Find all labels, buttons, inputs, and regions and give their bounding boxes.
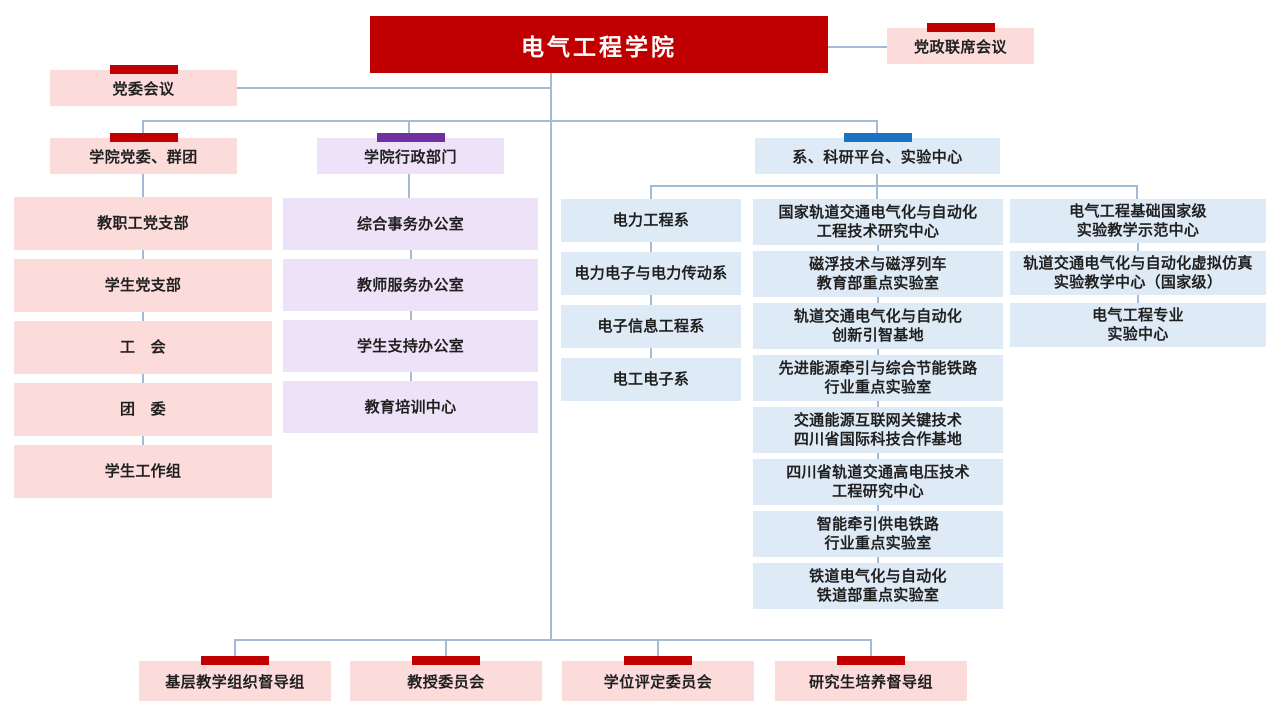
bottom-node-label: 学位评定委员会 — [603, 673, 713, 691]
connector-line — [142, 120, 878, 122]
party-branch-header: 学院党委、群团 — [50, 133, 237, 174]
research-platform-node: 智能牵引供电铁路 行业重点实验室 — [753, 511, 1003, 557]
research-platform-node: 先进能源牵引与综合节能铁路 行业重点实验室 — [753, 355, 1003, 401]
connector-line — [1136, 185, 1138, 199]
research-platform-node: 磁浮技术与磁浮列车 教育部重点实验室 — [753, 251, 1003, 297]
connector-line — [408, 120, 410, 138]
connector-line — [876, 174, 878, 186]
research-platform-node: 铁道电气化与自动化 铁道部重点实验室 — [753, 563, 1003, 609]
bottom-node-label: 基层教学组织督导组 — [165, 673, 305, 691]
connector-line — [408, 174, 410, 198]
research-platform-node: 交通能源互联网关键技术 四川省国际科技合作基地 — [753, 407, 1003, 453]
accent-bar — [843, 133, 912, 142]
department-node: 电力工程系 — [561, 199, 741, 242]
accent-bar — [376, 133, 445, 142]
lab-center-node: 轨道交通电气化与自动化虚拟仿真 实验教学中心（国家级） — [1010, 251, 1266, 295]
admin-branch-stack: 综合事务办公室教师服务办公室学生支持办公室教育培训中心 — [283, 198, 538, 433]
connector-line — [142, 174, 144, 197]
admin-sub-node: 教师服务办公室 — [283, 259, 538, 311]
root-title: 电气工程学院 — [521, 33, 677, 60]
academic-branch-title: 系、科研平台、实验中心 — [792, 148, 963, 166]
research-platform-node: 国家轨道交通电气化与自动化 工程技术研究中心 — [753, 199, 1003, 245]
connector-line — [234, 639, 236, 657]
admin-branch-title: 学院行政部门 — [363, 148, 457, 166]
party-meeting-node: 党委会议 — [50, 65, 237, 106]
connector-line — [550, 73, 552, 640]
accent-bar — [201, 656, 269, 665]
accent-bar — [109, 65, 178, 74]
party-sub-node: 工 会 — [14, 321, 272, 374]
department-node: 电力电子与电力传动系 — [561, 252, 741, 295]
accent-bar — [837, 656, 905, 665]
party-sub-node: 教职工党支部 — [14, 197, 272, 250]
joint-meeting-node: 党政联席会议 — [887, 23, 1034, 64]
connector-line — [650, 185, 652, 199]
root-node: 电气工程学院 — [370, 16, 828, 73]
party-branch-stack: 教职工党支部学生党支部工 会团 委学生工作组 — [14, 197, 272, 498]
connector-line — [142, 120, 144, 138]
party-branch-title: 学院党委、群团 — [89, 148, 198, 166]
connector-line — [234, 639, 872, 641]
party-meeting-label: 党委会议 — [112, 80, 175, 98]
accent-bar — [412, 656, 480, 665]
joint-meeting-label: 党政联席会议 — [913, 38, 1007, 56]
department-node: 电工电子系 — [561, 358, 741, 401]
connector-line — [876, 120, 878, 138]
party-sub-node: 学生工作组 — [14, 445, 272, 498]
bottom-node-professor-committee: 教授委员会 — [350, 656, 542, 701]
bottom-node-label: 教授委员会 — [407, 673, 485, 691]
connector-line — [828, 46, 887, 48]
accent-bar — [624, 656, 692, 665]
accent-bar — [109, 133, 178, 142]
academic-branch-header: 系、科研平台、实验中心 — [755, 133, 1000, 174]
bottom-node-label: 研究生培养督导组 — [808, 673, 933, 691]
accent-bar — [926, 23, 995, 32]
research-platforms-stack: 国家轨道交通电气化与自动化 工程技术研究中心磁浮技术与磁浮列车 教育部重点实验室… — [753, 199, 1003, 609]
department-node: 电子信息工程系 — [561, 305, 741, 348]
bottom-node-degree-committee: 学位评定委员会 — [562, 656, 754, 701]
lab-center-node: 电气工程专业 实验中心 — [1010, 303, 1266, 347]
admin-branch-header: 学院行政部门 — [317, 133, 504, 174]
departments-stack: 电力工程系电力电子与电力传动系电子信息工程系电工电子系 — [561, 199, 741, 401]
admin-sub-node: 综合事务办公室 — [283, 198, 538, 250]
connector-line — [237, 87, 552, 89]
connector-line — [876, 185, 878, 199]
research-platform-node: 四川省轨道交通高电压技术 工程研究中心 — [753, 459, 1003, 505]
party-sub-node: 学生党支部 — [14, 259, 272, 312]
admin-sub-node: 教育培训中心 — [283, 381, 538, 433]
connector-line — [657, 639, 659, 657]
lab-center-node: 电气工程基础国家级 实验教学示范中心 — [1010, 199, 1266, 243]
admin-sub-node: 学生支持办公室 — [283, 320, 538, 372]
bottom-node-graduate-supervision: 研究生培养督导组 — [775, 656, 967, 701]
party-sub-node: 团 委 — [14, 383, 272, 436]
bottom-node-teaching-supervision: 基层教学组织督导组 — [139, 656, 331, 701]
research-platform-node: 轨道交通电气化与自动化 创新引智基地 — [753, 303, 1003, 349]
connector-line — [445, 639, 447, 657]
connector-line — [650, 185, 1138, 187]
lab-centers-stack: 电气工程基础国家级 实验教学示范中心轨道交通电气化与自动化虚拟仿真 实验教学中心… — [1010, 199, 1266, 347]
connector-line — [870, 639, 872, 657]
